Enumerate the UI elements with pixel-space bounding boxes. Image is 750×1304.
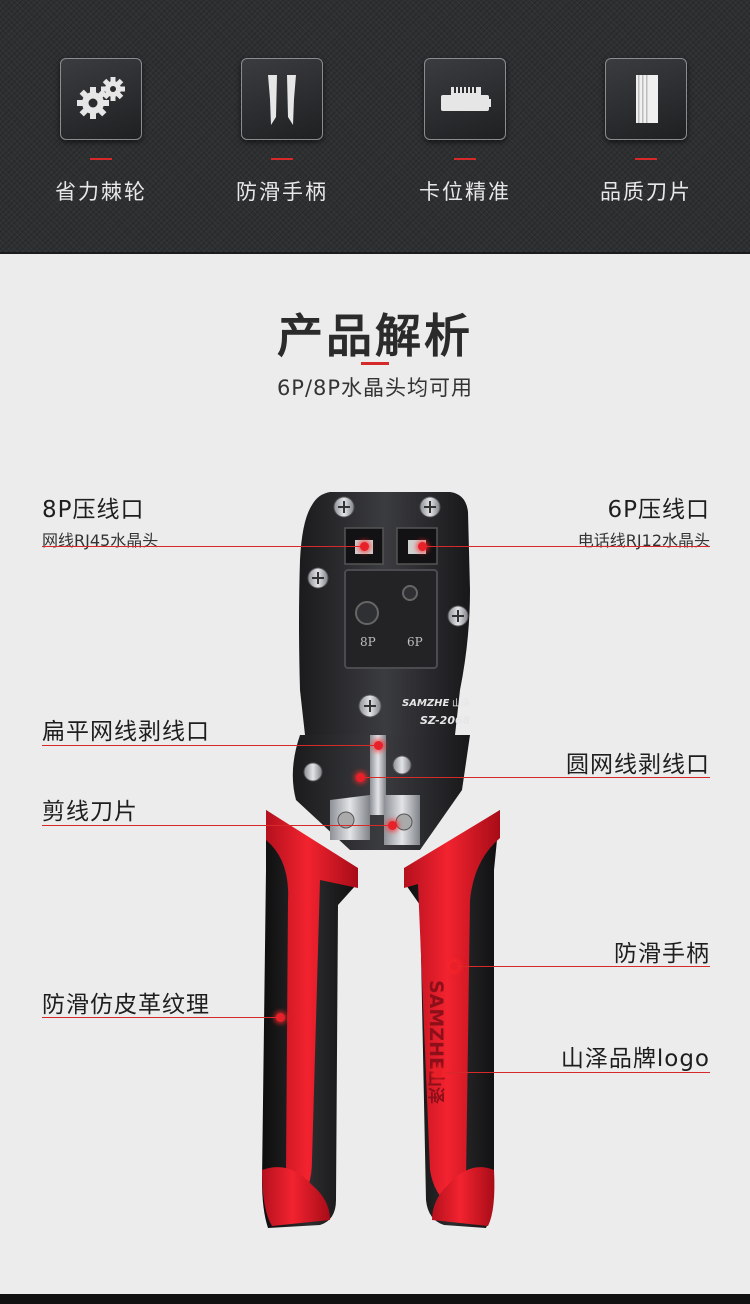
callout-subtitle: 电话线RJ12水晶头 — [577, 531, 710, 550]
section-subtitle: 6P/8P水晶头均可用 — [276, 376, 474, 400]
callout-dot — [418, 542, 427, 551]
head-brand: SAMZHE — [402, 698, 450, 709]
callout-8p-port: 8P压线口 网线RJ45水晶头 — [42, 490, 158, 551]
callout-dot — [276, 1013, 285, 1022]
section-title-underline — [361, 362, 389, 365]
callout-dot — [356, 773, 365, 782]
feature-band: 省力棘轮 防滑手柄 卡位精准 — [0, 0, 750, 254]
callout-title: 防滑仿皮革纹理 — [42, 992, 210, 1018]
feature-tick — [454, 158, 476, 160]
die-label-6p: 6P — [407, 635, 423, 649]
callout-dot — [360, 542, 369, 551]
handle-brand: SAMZHE — [425, 980, 447, 1070]
feature-label: 卡位精准 — [419, 180, 511, 204]
callout-line — [422, 546, 710, 547]
callout-6p-port: 6P压线口 电话线RJ12水晶头 — [478, 490, 710, 551]
callout-round-stripper: 圆网线剥线口 — [478, 745, 710, 779]
callout-leather: 防滑仿皮革纹理 — [42, 985, 210, 1019]
callout-dot — [450, 962, 459, 971]
callout-title: 圆网线剥线口 — [566, 752, 710, 778]
feature-tick — [271, 158, 293, 160]
die-label-8p: 8P — [360, 635, 376, 649]
feature-blade: 品质刀片 — [571, 58, 721, 206]
feature-label: 省力棘轮 — [55, 180, 147, 204]
head-model: SZ-2068 — [420, 714, 471, 727]
feature-label: 防滑手柄 — [236, 180, 328, 204]
callout-flat-stripper: 扁平网线剥线口 — [42, 712, 210, 746]
callout-cutter: 剪线刀片 — [42, 792, 138, 826]
callout-logo: 山泽品牌logo — [478, 1039, 710, 1073]
callout-grip: 防滑手柄 — [478, 934, 710, 968]
feature-icon-box — [60, 58, 142, 140]
feature-ratchet: 省力棘轮 — [26, 58, 176, 206]
feature-tick — [635, 158, 657, 160]
callout-line — [360, 777, 710, 778]
handle-brand-cn: 山泽 — [425, 1070, 445, 1104]
callout-line — [42, 745, 378, 746]
feature-icon-box — [605, 58, 687, 140]
callout-title: 山泽品牌logo — [560, 1046, 710, 1072]
callout-title: 防滑手柄 — [614, 941, 710, 967]
callout-title: 剪线刀片 — [42, 799, 138, 825]
callout-line — [454, 966, 710, 967]
feature-handles: 防滑手柄 — [207, 58, 357, 206]
callout-dot — [374, 741, 383, 750]
callout-title: 8P压线口 — [42, 497, 145, 523]
callout-title: 6P压线口 — [607, 497, 710, 523]
feature-icon-box — [424, 58, 506, 140]
callout-line — [42, 1017, 280, 1018]
callout-dot — [388, 821, 397, 830]
feature-precise: 卡位精准 — [390, 58, 540, 206]
callout-line — [42, 825, 392, 826]
connector-icon — [441, 87, 491, 111]
callout-title: 扁平网线剥线口 — [42, 719, 210, 745]
feature-icon-box — [241, 58, 323, 140]
blade-icon — [636, 75, 658, 123]
gears-icon — [77, 77, 125, 119]
callout-line — [438, 1072, 710, 1073]
callout-dot — [434, 1068, 443, 1077]
callout-subtitle: 网线RJ45水晶头 — [42, 531, 159, 550]
floor-strip — [0, 1294, 750, 1304]
handles-icon — [268, 75, 296, 125]
head-brand-cn: 山泽 — [452, 698, 470, 709]
section-title: 产品解析 — [277, 309, 473, 363]
callout-line — [42, 546, 364, 547]
feature-label: 品质刀片 — [600, 180, 692, 204]
feature-tick — [90, 158, 112, 160]
